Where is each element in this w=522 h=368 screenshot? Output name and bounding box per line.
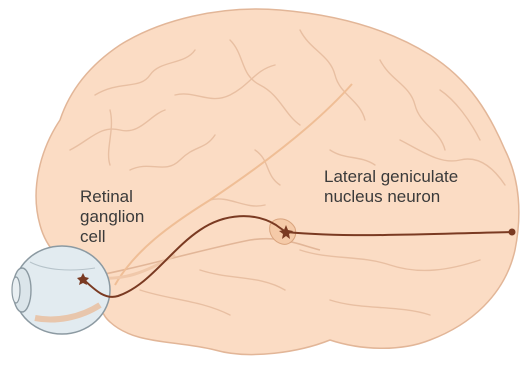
label-line: Lateral geniculate [324,167,458,187]
label-line: cell [80,227,144,247]
label-line: ganglion [80,207,144,227]
axon-terminal-end [509,229,516,236]
label-retinal-ganglion-cell: Retinal ganglion cell [80,187,144,247]
label-line: nucleus neuron [324,187,458,207]
label-line: Retinal [80,187,144,207]
label-lateral-geniculate-nucleus-neuron: Lateral geniculate nucleus neuron [324,167,458,207]
